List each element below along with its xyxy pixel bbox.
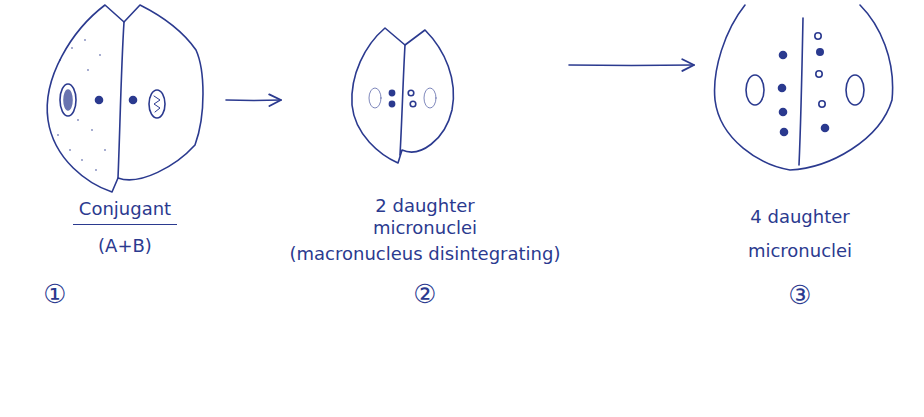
cell-stage: 4 daughter micronuclei ③ xyxy=(700,0,900,320)
micronucleus xyxy=(816,71,822,77)
micronucleus xyxy=(389,101,394,106)
macronucleus xyxy=(149,90,165,118)
stage-number: ② xyxy=(413,279,436,309)
macronucleus xyxy=(60,84,76,116)
caption-text: 4 daughter micronuclei xyxy=(738,200,863,268)
caption-group: Conjugant (A+B) ① xyxy=(30,198,220,309)
junction-line xyxy=(799,18,803,165)
caption-text: (A+B) xyxy=(98,235,152,257)
cell-outline xyxy=(352,28,454,163)
micronucleus xyxy=(780,52,787,59)
caption-group: 2 daughter micronuclei (macronucleus disi… xyxy=(287,195,563,309)
disintegrating-macronucleus xyxy=(369,88,381,108)
macronucleus-inner xyxy=(64,90,72,110)
stage-arrow xyxy=(226,99,281,101)
macronucleus-remnant xyxy=(846,75,864,105)
caption-group: 4 daughter micronuclei ③ xyxy=(700,200,900,310)
cell-stage: 2 daughter micronuclei (macronucleus disi… xyxy=(287,20,563,320)
junction-line xyxy=(118,22,124,178)
micronucleus xyxy=(822,125,829,132)
junction-line xyxy=(400,45,405,155)
cytoplasm-stipple xyxy=(57,39,106,171)
micronucleus xyxy=(819,101,825,107)
micronucleus xyxy=(815,33,821,39)
stage-number: ③ xyxy=(788,280,811,310)
pair-two-micronuclei xyxy=(352,28,454,163)
cell-stage: Conjugant (A+B) ① xyxy=(30,0,220,320)
micronucleus xyxy=(817,49,823,55)
micronucleus xyxy=(408,90,414,96)
micronucleus xyxy=(130,97,137,104)
caption-text: (macronucleus disintegrating) xyxy=(290,243,561,265)
pair-four-micronuclei xyxy=(715,5,893,170)
caption-text: 2 daughter micronuclei xyxy=(365,195,485,239)
disintegrating-macronucleus xyxy=(424,88,436,108)
cell-outline xyxy=(715,5,893,170)
cell-outline xyxy=(47,5,203,192)
micronucleus xyxy=(780,109,787,116)
macronucleus-remnant xyxy=(746,75,764,105)
caption-text: Conjugant xyxy=(73,198,177,225)
conjugant-pair xyxy=(47,5,203,192)
micronucleus xyxy=(389,90,394,95)
stage-number: ① xyxy=(43,279,66,309)
macronucleus-scribble xyxy=(154,96,160,112)
micronucleus xyxy=(781,129,788,136)
micronucleus xyxy=(410,101,416,107)
stage-arrow xyxy=(569,64,694,66)
micronucleus xyxy=(779,85,786,92)
micronucleus xyxy=(96,97,103,104)
